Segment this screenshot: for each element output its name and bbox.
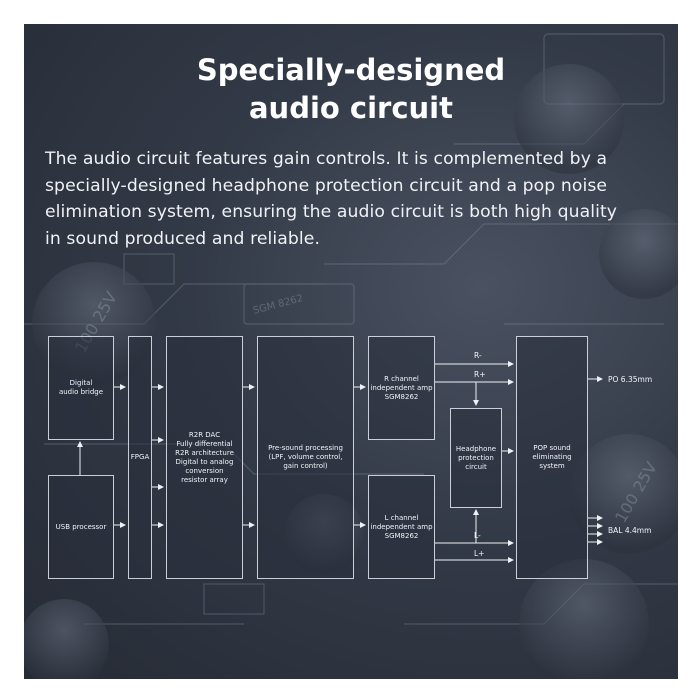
block-r2r-dac: R2R DAC Fully differential R2R architect… (166, 336, 243, 579)
signal-label-l-plus: L+ (474, 549, 485, 558)
block-headphone-protection: Headphone protection circuit (450, 408, 502, 508)
block-r-channel-amp: R channel independent amp SGM8262 (368, 336, 435, 440)
block-l-channel-amp: L channel independent amp SGM8262 (368, 475, 435, 579)
block-l-channel-amp-label: L channel independent amp SGM8262 (370, 513, 433, 540)
hero-panel: 100 25V SGM 8262 100 25V Specially-desig… (24, 24, 678, 679)
block-r2r-dac-label: R2R DAC Fully differential R2R architect… (175, 430, 234, 484)
description: The audio circuit features gain controls… (45, 146, 665, 252)
signal-label-l-minus: L- (474, 531, 481, 540)
signal-label-r-plus: R+ (474, 370, 486, 379)
block-r-channel-amp-label: R channel independent amp SGM8262 (370, 374, 433, 401)
block-digital-audio-bridge-label: Digital audio bridge (58, 379, 104, 396)
block-headphone-protection-label: Headphone protection circuit (455, 444, 497, 471)
block-usb-processor-label: USB processor (55, 522, 107, 531)
output-label-bal: BAL 4.4mm (608, 526, 652, 535)
output-label-po: PO 6.35mm (608, 375, 653, 384)
block-pop-eliminating: POP sound eliminating system (516, 336, 588, 579)
block-fpga-label: FPGA (130, 453, 150, 461)
block-pre-sound-processing-label: Pre-sound processing (LPF, volume contro… (268, 444, 343, 470)
block-pre-sound-processing: Pre-sound processing (LPF, volume contro… (257, 336, 354, 579)
page-title-line1: Specially-designed (196, 53, 506, 87)
description-line4: in sound produced and reliable. (45, 228, 321, 249)
description-line3: elimination system, ensuring the audio c… (45, 202, 618, 222)
description-line2: specially-designed headphone protection … (45, 175, 608, 196)
page-title-line2: audio circuit (248, 91, 453, 125)
signal-label-r-minus: R- (474, 351, 482, 360)
description-line1: The audio circuit features gain controls… (45, 149, 608, 169)
block-digital-audio-bridge: Digital audio bridge (48, 336, 114, 440)
block-diagram-connectors (77, 361, 603, 563)
block-fpga: FPGA (128, 336, 152, 579)
block-pop-eliminating-label: POP sound eliminating system (532, 444, 572, 470)
block-usb-processor: USB processor (48, 475, 114, 579)
